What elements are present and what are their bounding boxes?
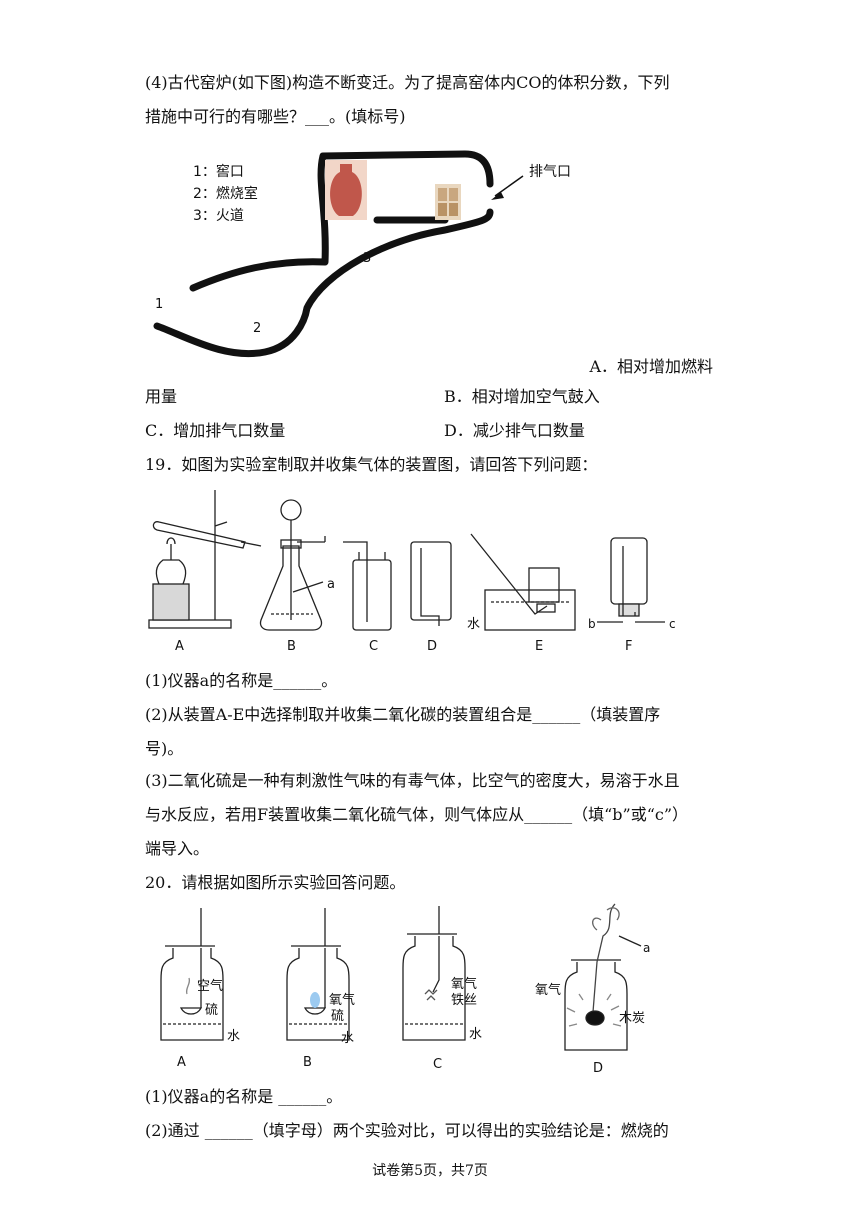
- jar-a: [160, 908, 224, 1041]
- q20-label-water-c: 水: [469, 1027, 482, 1042]
- legend-3: 3：火道: [193, 208, 244, 224]
- vase-image: [325, 160, 367, 220]
- legend-1: 1：窖口: [193, 163, 244, 180]
- q19-part2-line1: (2)从装置A-E中选择制取并收集二氧化碳的装置组合是______（填装置序: [145, 705, 661, 724]
- apparatus-d: [410, 541, 452, 626]
- q20-label-oxygen-b: 氧气: [329, 992, 355, 1008]
- kiln-num-2: 2: [253, 321, 261, 336]
- kiln-num-3: 3: [363, 251, 371, 266]
- legend-2: 2：燃烧室: [193, 185, 258, 202]
- option-a-part1: A．相对增加燃料: [589, 357, 713, 376]
- q19-label-f: F: [625, 639, 632, 654]
- q19-part1: (1)仪器a的名称是______。: [145, 671, 338, 690]
- q20-label-water-a: 水: [227, 1029, 240, 1044]
- q19-part3-line2: 与水反应，若用F装置收集二氧化硫气体，则气体应从______（填“b”或“c”）: [145, 805, 689, 824]
- q20-label-sulfur-a: 硫: [205, 1003, 218, 1018]
- q20-jar-label-d: D: [593, 1061, 603, 1076]
- q19-label-c-end: c: [669, 617, 676, 631]
- q19-stem: 19．如图为实验室制取并收集气体的装置图，请回答下列问题：: [145, 455, 598, 474]
- q19-label-b-end: b: [588, 617, 596, 631]
- apparatus-e: [470, 533, 576, 631]
- q18-4-line2: 措施中可行的有哪些？___。(填标号): [145, 107, 406, 126]
- q19-label-instrument-a: a: [327, 577, 335, 592]
- q20-label-iron-wire: 铁丝: [451, 993, 477, 1008]
- option-c: C．增加排气口数量: [145, 421, 286, 440]
- q20-part2: (2)通过 ______（填字母）两个实验对比，可以得出的实验结论是：燃烧的: [145, 1121, 669, 1140]
- apparatus-c: [343, 541, 392, 631]
- option-a-part2: 用量: [145, 387, 178, 406]
- q19-label-a: A: [175, 639, 184, 654]
- q19-apparatus-diagram: A B C D E F a 水 b c: [148, 490, 676, 654]
- page-footer: 试卷第5页，共7页: [372, 1163, 488, 1179]
- q20-label-water-b: 水: [341, 1031, 354, 1046]
- q19-label-b: B: [287, 639, 296, 654]
- q20-jar-label-c: C: [433, 1057, 442, 1072]
- kiln-num-1: 1: [155, 297, 163, 312]
- q20-part1: (1)仪器a的名称是 ______。: [145, 1087, 343, 1106]
- jar-c: [402, 906, 466, 1041]
- q19-part3-line1: (3)二氧化硫是一种有刺激性气味的有毒气体，比空气的密度大，易溶于水且: [145, 771, 680, 790]
- apparatus-a: [148, 490, 262, 629]
- q19-label-water: 水: [467, 617, 480, 632]
- q20-label-oxygen-c: 氧气: [451, 976, 477, 992]
- jar-d: [564, 903, 642, 1051]
- apparatus-f: [597, 537, 665, 623]
- apparatus-b: [259, 499, 326, 631]
- kiln-diagram: 1：窖口 2：燃烧室 3：火道 排气口 1 2 3: [153, 150, 571, 357]
- exhaust-label: 排气口: [529, 164, 571, 180]
- q20-combustion-diagram: 空气 硫 水 氧气 硫 水 氧气 铁丝 水 氧气 木炭 a A B C D: [160, 903, 650, 1076]
- q20-label-oxygen-d: 氧气: [535, 982, 561, 998]
- q20-label-sulfur-b: 硫: [331, 1009, 344, 1024]
- option-d: D．减少排气口数量: [444, 421, 585, 440]
- jar-b: [286, 908, 350, 1041]
- q19-part3-line3: 端导入。: [145, 839, 210, 858]
- q20-label-instrument-a: a: [643, 941, 650, 955]
- q18-4-line1: (4)古代窑炉(如下图)构造不断变迁。为了提高窑体内CO的体积分数，下列: [145, 73, 670, 92]
- option-b: B．相对增加空气鼓入: [444, 387, 600, 406]
- q20-label-air: 空气: [197, 978, 223, 994]
- q20-jar-label-b: B: [303, 1055, 312, 1070]
- q20-label-charcoal: 木炭: [619, 1011, 645, 1026]
- q20-jar-label-a: A: [177, 1055, 186, 1070]
- q20-stem: 20．请根据如图所示实验回答问题。: [145, 873, 406, 892]
- pottery-image: [435, 184, 461, 220]
- q19-part2-line2: 号)。: [145, 739, 184, 758]
- q19-label-d: D: [427, 639, 437, 654]
- q19-label-e: E: [535, 639, 543, 654]
- exhaust-arrow: [491, 175, 524, 200]
- q19-label-c: C: [369, 639, 378, 654]
